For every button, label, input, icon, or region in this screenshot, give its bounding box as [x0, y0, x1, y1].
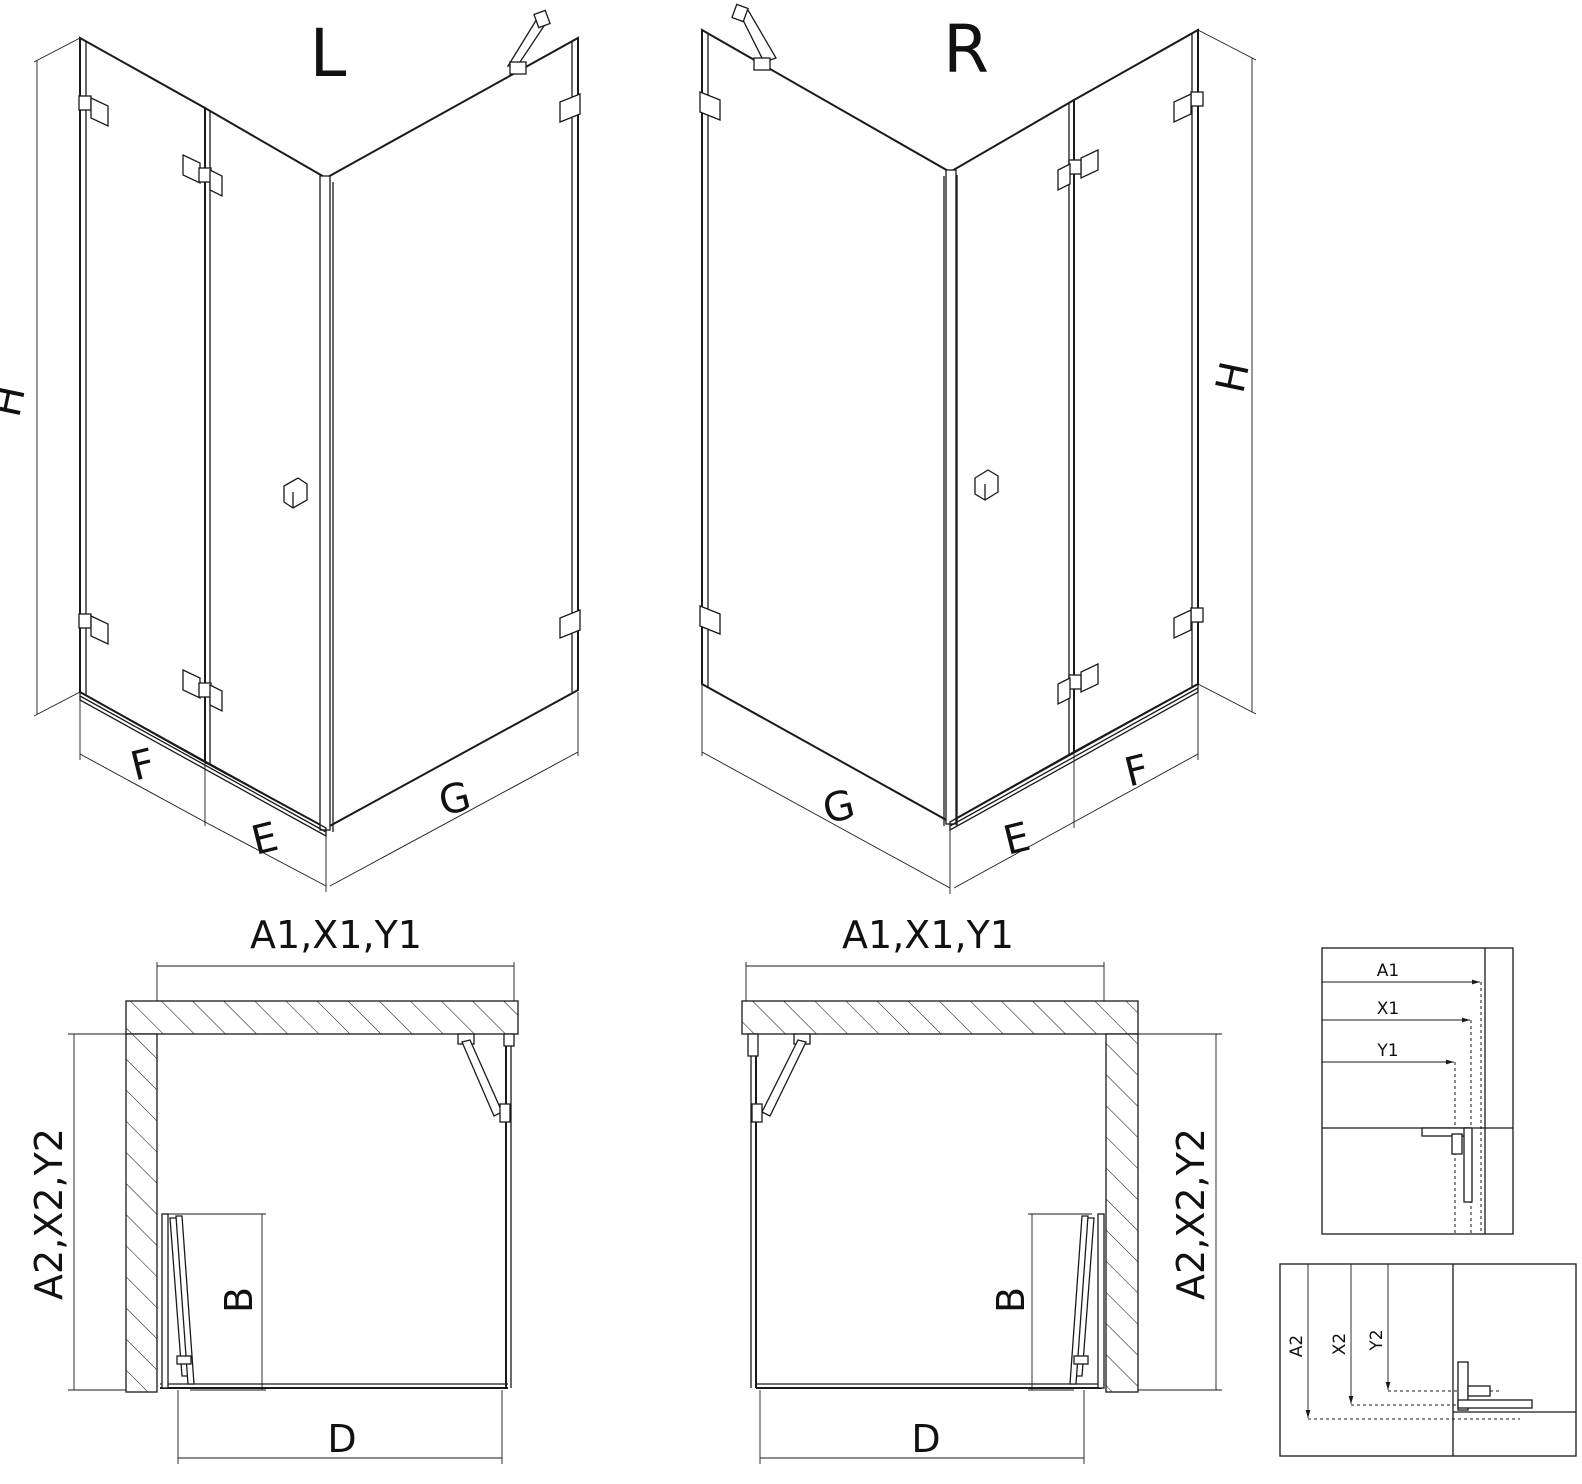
iso-view-right	[699, 3, 1257, 894]
corner-post	[945, 169, 957, 825]
dim-label-e-left: E	[247, 814, 283, 865]
side-panel-g	[325, 36, 579, 830]
wall-right	[1105, 1033, 1139, 1393]
stabilizer-arm-icon	[506, 9, 551, 75]
dim-label-f-left: F	[126, 740, 159, 790]
stabilizer-arm-icon	[457, 1033, 511, 1123]
detail-label-y1: Y1	[1376, 1041, 1398, 1061]
dim-label-d-right: D	[911, 1417, 940, 1461]
wall-left	[125, 1033, 158, 1393]
detail-label-a1: A1	[1377, 961, 1399, 981]
dim-label-f-right: F	[1120, 746, 1153, 796]
door-panel-e	[204, 106, 327, 830]
view-title-left: L	[310, 15, 347, 92]
wall-bracket-icon	[699, 91, 721, 635]
door-panel-e	[949, 98, 1075, 824]
folding-door-icon	[1069, 1213, 1105, 1389]
dim-label-b-right: B	[989, 1287, 1033, 1313]
view-title-right: R	[943, 11, 989, 88]
wall-top	[741, 1000, 1139, 1035]
dim-label-h-left: H	[0, 382, 35, 421]
stabilizer-arm-icon	[751, 1033, 811, 1123]
dim-h-right	[1197, 29, 1257, 715]
dim-h-left	[33, 37, 81, 717]
dim-label-a1-left: A1,X1,Y1	[250, 913, 422, 957]
dim-label-g-right: G	[818, 781, 859, 833]
dim-label-g-left: G	[434, 773, 475, 825]
dim-label-h-right: H	[1208, 358, 1259, 397]
dim-label-a2-left: A2,X2,Y2	[27, 1128, 71, 1300]
side-panel-g	[701, 28, 951, 824]
dim-label-a2-right: A2,X2,Y2	[1169, 1128, 1213, 1300]
detail-box-top	[1321, 947, 1514, 1235]
door-handle-icon	[974, 469, 999, 501]
wall-top	[125, 1000, 519, 1035]
corner-post	[319, 175, 331, 831]
detail-label-y2: Y2	[1367, 1329, 1387, 1351]
plan-view-left	[68, 962, 519, 1464]
fixed-panel-f	[1073, 28, 1199, 754]
dim-bottom-right	[701, 684, 1199, 894]
folding-door-icon	[161, 1213, 195, 1389]
detail-label-x1: X1	[1377, 999, 1399, 1019]
dim-bottom-left	[79, 692, 579, 892]
iso-view-left	[33, 9, 581, 892]
fixed-panel-f	[79, 36, 206, 764]
dim-label-a1-right: A1,X1,Y1	[842, 913, 1014, 957]
dim-label-e-right: E	[999, 814, 1035, 865]
hinge-icon	[78, 95, 223, 713]
plan-view-right	[741, 962, 1222, 1464]
stabilizer-arm-icon	[731, 3, 777, 71]
dim-label-d-left: D	[327, 1417, 356, 1461]
wall-bracket-icon	[559, 93, 581, 639]
detail-label-x2: X2	[1330, 1333, 1350, 1355]
hinge-icon	[1057, 91, 1204, 706]
dim-label-b-left: B	[217, 1287, 261, 1313]
door-handle-icon	[283, 477, 308, 509]
detail-box-bottom	[1279, 1263, 1577, 1457]
detail-label-a2: A2	[1287, 1335, 1307, 1357]
